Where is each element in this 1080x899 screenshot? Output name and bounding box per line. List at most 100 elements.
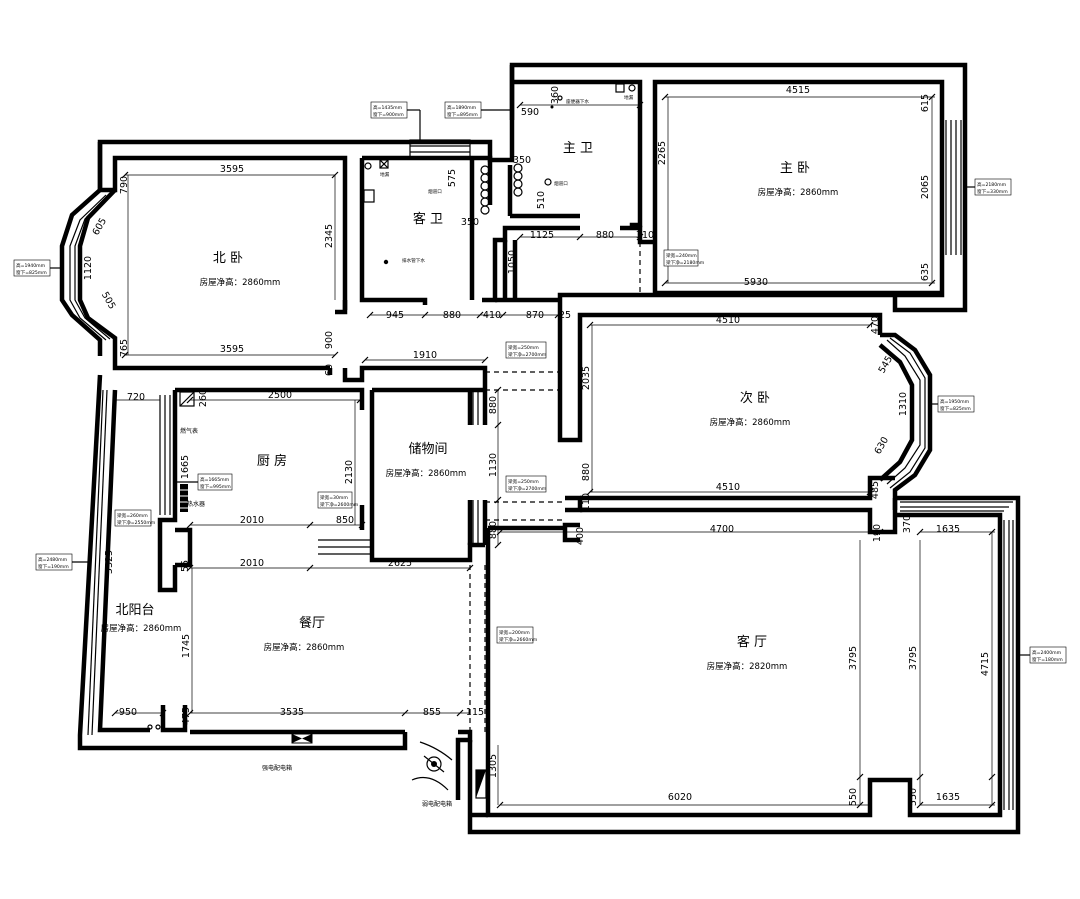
gas-meter-icon xyxy=(179,391,195,407)
beam-tag-line-2: 梁下净=2550mm xyxy=(117,519,156,526)
annotation-labels: 强电配电箱 弱电配电箱 燃气表 热水器 地漏 地漏 排水管下水 座便器下水 烟道… xyxy=(180,94,634,808)
dim-nb-505: 505 xyxy=(99,290,118,311)
dim-bal-475: 475 xyxy=(181,707,192,725)
fixtures xyxy=(147,83,636,799)
guest-bath-vent-icon xyxy=(363,189,375,203)
room-name-kitchen: 厨 房 xyxy=(257,453,287,469)
dim-nb-900: 900 xyxy=(324,331,335,349)
room-name-guest-bath: 客 卫 xyxy=(413,211,443,227)
window-tag: 高=1950mm 窗下=825mm xyxy=(930,395,975,413)
window-tag: 高=2400mm 窗下=180mm xyxy=(1018,646,1067,664)
dim-d-115: 115 xyxy=(466,707,484,718)
dim-mb-1050: 1050 xyxy=(507,250,518,274)
dim-bal-5325: 5325 xyxy=(104,550,115,574)
dim-mb-310: 310 xyxy=(636,230,654,241)
room-labels: 北 卧 房屋净高：2860mm 客 卫 主 卫 主 卧 房屋净高：2860mm … xyxy=(101,141,839,672)
weak-panel-label: 弱电配电箱 xyxy=(422,800,452,808)
window-tag: 高=2480mm 窗下=190mm xyxy=(35,553,90,571)
beam-tag: 梁宽=200mm 梁下净=2660mm xyxy=(496,626,538,644)
beam-tag: 梁宽=250mm 梁下净=2700mm xyxy=(505,341,547,359)
guest-bath-vent-label: 烟道口 xyxy=(428,188,442,195)
balcony-drain-icon xyxy=(147,724,153,730)
dim-mb-360: 360 xyxy=(550,86,561,104)
window-tag-line-2: 窗下=180mm xyxy=(1032,656,1063,663)
beam-tag-line-2: 梁下净=2700mm xyxy=(508,485,547,492)
window-tag-line-2: 窗下=900mm xyxy=(373,111,404,118)
dim-nb-bottom: 3595 xyxy=(220,344,244,355)
window-tag: 高=1890mm 窗下=895mm xyxy=(444,101,512,119)
beam-tag-line-1: 梁宽=250mm xyxy=(508,344,539,351)
dim-mb-350: 350 xyxy=(513,155,531,166)
master-bath-sewer-label: 座便器下水 xyxy=(566,98,589,105)
beam-tag-line-1: 梁宽=240mm xyxy=(666,252,697,259)
dim-k-2130: 2130 xyxy=(344,460,355,484)
window-tag-line-2: 窗下=190mm xyxy=(38,563,69,570)
window-tag-line-1: 高=1950mm xyxy=(940,398,970,405)
dim-lr-550-a: 550 xyxy=(848,788,859,806)
dim-lr-1635-bottom: 1635 xyxy=(936,792,960,803)
guest-bath-radiator-icon xyxy=(480,165,490,215)
walls xyxy=(59,62,1021,835)
dimension-ticks xyxy=(111,93,996,809)
weak-panel-icon xyxy=(475,769,487,799)
dim-gb-575: 575 xyxy=(447,169,458,187)
dim-mbr-615: 615 xyxy=(920,94,931,112)
dim-lr-400: 400 xyxy=(575,527,586,545)
dim-sb-485: 485 xyxy=(870,481,881,499)
dim-st-2625: 2625 xyxy=(388,558,412,569)
master-bath-sewer-icon xyxy=(557,95,563,101)
dim-sb-470: 470 xyxy=(870,316,881,334)
dim-k-2010-b: 2010 xyxy=(240,558,264,569)
dim-hall-1910: 1910 xyxy=(413,350,437,361)
window-tag-line-1: 高=1665mm xyxy=(200,476,230,483)
dim-k-260: 260 xyxy=(198,389,209,407)
window-tag-line-1: 高=2480mm xyxy=(38,556,68,563)
dim-mb-510: 510 xyxy=(536,191,547,209)
window-tags: 高=1940mm 窗下=825mm 高=1435mm 窗下=900mm 高=18… xyxy=(13,101,1067,664)
room-height-master-bedroom: 房屋净高：2860mm xyxy=(758,187,839,198)
dim-gb-410: 410 xyxy=(483,310,501,321)
window-tag-line-2: 窗下=825mm xyxy=(940,405,971,412)
window-tag-line-2: 窗下=995mm xyxy=(200,483,231,490)
beam-tag-line-2: 梁下净=2600mm xyxy=(320,501,359,508)
room-height-north-bedroom: 房屋净高：2860mm xyxy=(200,277,281,288)
room-name-north-bedroom: 北 卧 xyxy=(213,251,243,266)
dim-bal-950: 950 xyxy=(119,707,137,718)
dim-st-1130: 1130 xyxy=(488,453,499,477)
dim-lr-4715: 4715 xyxy=(980,652,991,676)
dim-st-880: 880 xyxy=(488,396,499,414)
dim-sb-880: 880 xyxy=(581,463,592,481)
guest-bath-sewer-label: 排水管下水 xyxy=(402,257,425,264)
dim-gb-350: 350 xyxy=(461,217,479,228)
dim-mbr-2065: 2065 xyxy=(920,175,931,199)
window-tag-line-2: 窗下=895mm xyxy=(447,111,478,118)
room-name-living: 客 厅 xyxy=(737,634,767,650)
beam-tag-line-1: 梁宽=250mm xyxy=(508,478,539,485)
dim-mbr-4515: 4515 xyxy=(786,85,810,96)
room-height-second-bedroom: 房屋净高：2860mm xyxy=(710,417,791,428)
dim-d-855: 855 xyxy=(423,707,441,718)
dim-gb-880: 880 xyxy=(443,310,461,321)
dim-nb-top: 3595 xyxy=(220,164,244,175)
beam-tag: 梁宽=250mm 梁下净=2700mm xyxy=(505,475,547,493)
dim-mb-880: 880 xyxy=(596,230,614,241)
dim-bal-1745: 1745 xyxy=(181,634,192,658)
room-name-second-bedroom: 次 卧 xyxy=(740,390,770,406)
beam-tag: 梁宽=240mm 梁下净=2180mm xyxy=(663,249,705,267)
master-bath-drain-icon xyxy=(615,83,636,93)
dim-sb-4510-bottom: 4510 xyxy=(716,482,740,493)
dim-k-720: 720 xyxy=(127,392,145,403)
room-name-master-bath: 主 卫 xyxy=(563,141,593,156)
window-tag: 高=1940mm 窗下=825mm xyxy=(13,259,62,277)
beam-tag-line-1: 梁宽=200mm xyxy=(499,629,530,636)
master-bath-vent-label: 烟道口 xyxy=(554,180,568,187)
window-tag: 高=2180mm 窗下=330mm xyxy=(965,178,1012,196)
window-tag-line-1: 高=2180mm xyxy=(977,181,1007,188)
window-tag: 高=1665mm 窗下=995mm xyxy=(175,473,233,491)
room-height-north-balcony: 房屋净高：2860mm xyxy=(101,623,182,634)
beam-tag-line-2: 梁下净=2180mm xyxy=(666,259,705,266)
dim-st-880-b: 880 xyxy=(488,521,499,539)
guest-bath-sewer-icon xyxy=(383,259,389,265)
dim-lr-370: 370 xyxy=(902,515,913,533)
